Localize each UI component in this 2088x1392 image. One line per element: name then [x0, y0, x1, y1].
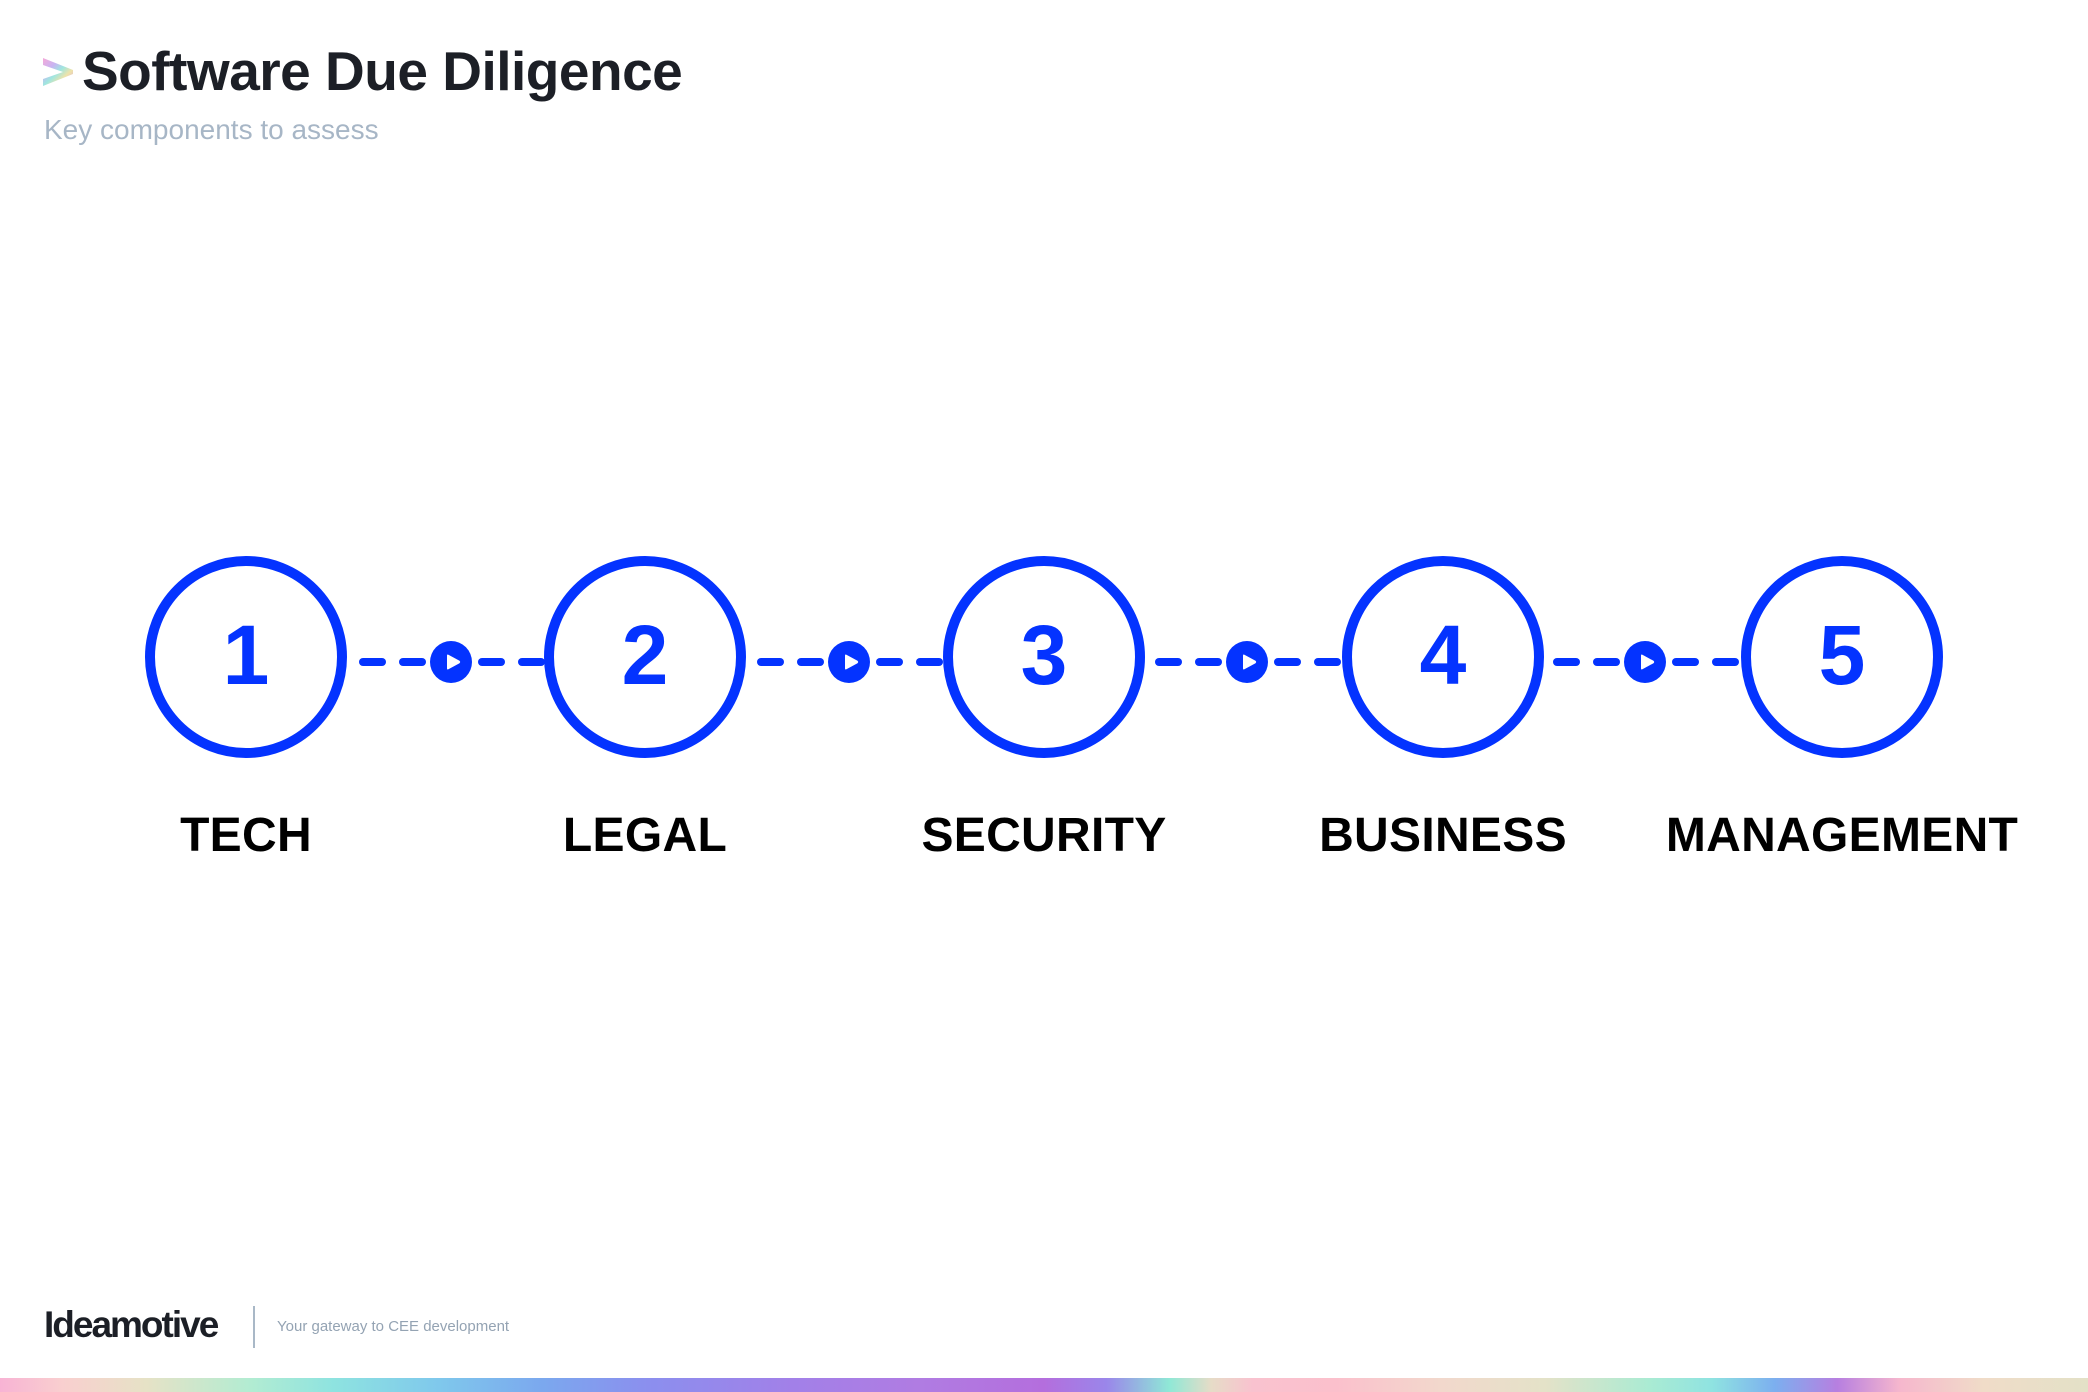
step-1-circle: 1 — [145, 556, 347, 758]
step-3-label: SECURITY — [921, 809, 1167, 862]
connector-1-2 — [359, 641, 559, 683]
connector-dash — [1195, 658, 1222, 666]
step-3-number: 3 — [1020, 608, 1068, 702]
brand-chevron-icon — [43, 56, 73, 88]
step-2-circle: 2 — [544, 556, 746, 758]
step-4-circle: 4 — [1342, 556, 1544, 758]
step-5-number: 5 — [1818, 608, 1866, 702]
play-arrow-icon — [1624, 641, 1666, 683]
footer-divider — [253, 1306, 255, 1348]
footer-gradient-bar — [0, 1378, 2088, 1392]
step-5-label: MANAGEMENT — [1665, 809, 2019, 862]
play-arrow-icon — [430, 641, 472, 683]
page-subtitle: Key components to assess — [44, 114, 379, 145]
step-1-label: TECH — [180, 809, 312, 862]
connector-dash — [359, 658, 386, 666]
connector-dash — [1593, 658, 1620, 666]
footer-brand-logo: Ideamotive — [44, 1304, 219, 1345]
connector-dash — [478, 658, 505, 666]
connector-dash — [1274, 658, 1301, 666]
connector-dash — [757, 658, 784, 666]
step-5-circle: 5 — [1741, 556, 1943, 758]
connector-dash — [1314, 658, 1341, 666]
step-4-label: BUSINESS — [1319, 809, 1567, 862]
play-arrow-icon — [828, 641, 870, 683]
connector-dash — [1712, 658, 1739, 666]
connector-dash — [916, 658, 943, 666]
footer-tagline: Your gateway to CEE development — [277, 1318, 510, 1335]
connector-4-5 — [1553, 641, 1753, 683]
connector-dash — [876, 658, 903, 666]
step-4-number: 4 — [1419, 608, 1467, 702]
step-2-label: LEGAL — [562, 809, 728, 862]
connector-dash — [1155, 658, 1182, 666]
connector-dash — [399, 658, 426, 666]
play-arrow-icon — [1226, 641, 1268, 683]
connector-dash — [518, 658, 545, 666]
step-1-number: 1 — [222, 608, 270, 702]
connector-dash — [1553, 658, 1580, 666]
connector-3-4 — [1155, 641, 1355, 683]
connector-dash — [1672, 658, 1699, 666]
step-3-circle: 3 — [943, 556, 1145, 758]
step-2-number: 2 — [621, 608, 669, 702]
page-title: Software Due Diligence — [82, 40, 683, 102]
connector-dash — [797, 658, 824, 666]
connector-2-3 — [757, 641, 957, 683]
